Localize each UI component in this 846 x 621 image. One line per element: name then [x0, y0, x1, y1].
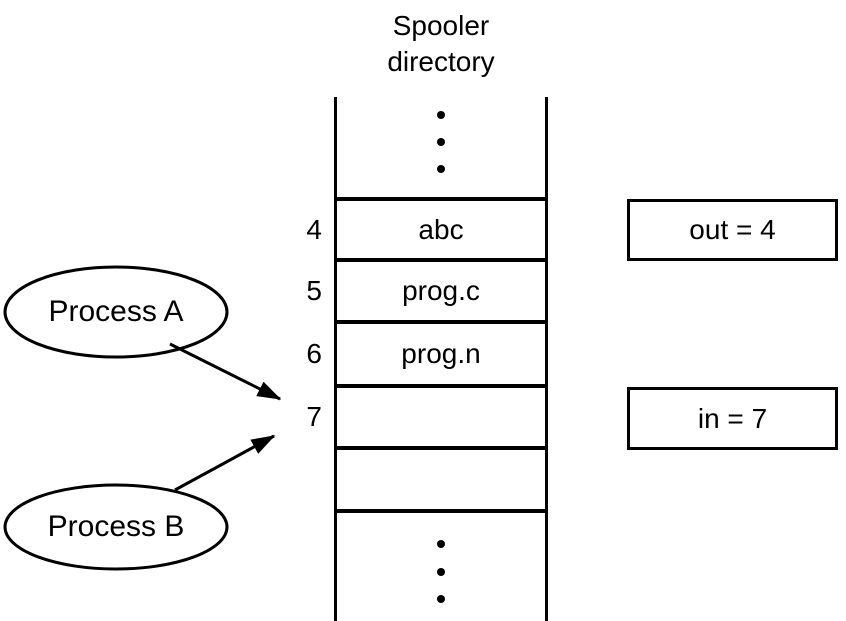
slot-cell-6: prog.n [401, 338, 481, 369]
in-pointer-box: in = 7 [627, 387, 838, 450]
table-line-3 [334, 320, 548, 324]
process-b-label: Process B [47, 510, 185, 543]
ellipsis-dot-bottom-1 [437, 540, 445, 548]
slot-cell-4: abc [418, 214, 464, 245]
ellipsis-dot-top-1 [437, 111, 445, 119]
diagram-title-line2: directory [387, 46, 495, 77]
slot-index-7: 7 [306, 401, 322, 432]
slot-cell-blank [337, 450, 545, 509]
process-b-arrow [174, 434, 276, 492]
ellipsis-dot-bottom-2 [437, 568, 445, 576]
ellipsis-dot-top-3 [437, 165, 445, 173]
slot-cell-7 [337, 388, 545, 446]
slot-index-5: 5 [306, 275, 322, 306]
ellipsis-dot-top-2 [437, 138, 445, 146]
process-a-arrow [169, 342, 282, 401]
table-line-2 [334, 258, 548, 262]
table-border-left [334, 97, 337, 621]
table-line-5 [334, 446, 548, 450]
process-a-ellipse [3, 265, 229, 359]
diagram-title-line1: Spooler [392, 10, 490, 41]
table-line-1 [334, 197, 548, 201]
slot-index-4: 4 [306, 214, 322, 245]
slot-cell-5: prog.c [402, 275, 480, 306]
ellipsis-dot-bottom-3 [437, 595, 445, 603]
diagram-title: Spooler directory [316, 8, 566, 80]
slot-index-6: 6 [306, 338, 322, 369]
out-pointer-box: out = 4 [627, 199, 838, 261]
process-a-label: Process A [48, 295, 184, 328]
table-border-right [545, 97, 548, 621]
table-line-6 [334, 509, 548, 513]
table-line-4 [334, 384, 548, 388]
process-b-ellipse [3, 483, 229, 571]
